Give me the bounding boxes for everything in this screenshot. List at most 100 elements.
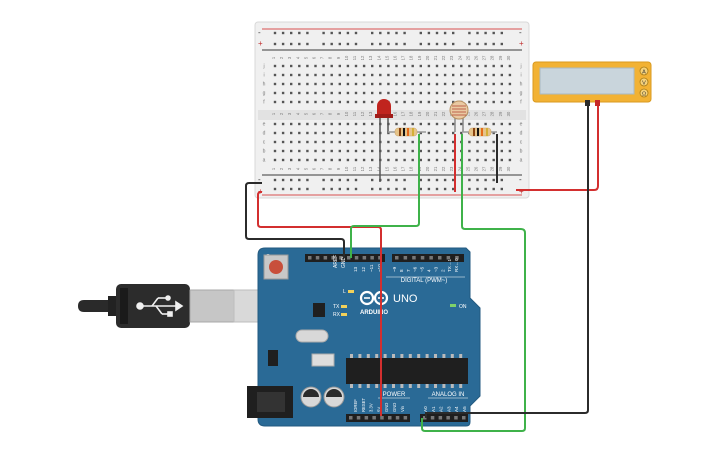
rail-hole[interactable] [346,31,350,35]
terminal-hole[interactable] [322,91,325,95]
terminal-hole[interactable] [484,73,487,77]
terminal-hole[interactable] [346,82,350,86]
rail-hole[interactable] [484,42,487,46]
terminal-hole[interactable] [508,140,512,144]
terminal-hole[interactable] [346,73,350,77]
terminal-hole[interactable] [281,82,285,86]
terminal-hole[interactable] [354,73,358,77]
terminal-hole[interactable] [322,64,325,68]
terminal-hole[interactable] [468,100,471,104]
rail-hole[interactable] [435,42,439,46]
terminal-hole[interactable] [427,149,431,153]
terminal-hole[interactable] [452,64,455,68]
rail-hole[interactable] [298,178,301,182]
resistor-1[interactable] [388,127,426,137]
breadboard[interactable]: + + - - 11122233344455566677788899910101… [254,21,530,199]
terminal-hole[interactable] [476,64,479,68]
rail-hole[interactable] [500,42,503,46]
digital-pin[interactable] [378,256,382,260]
terminal-hole[interactable] [492,91,495,95]
terminal-hole[interactable] [435,149,439,153]
digital-pin[interactable] [315,256,320,260]
terminal-hole[interactable] [387,140,390,144]
resistor-2[interactable] [463,127,497,137]
rail-hole[interactable] [395,178,398,182]
rail-hole[interactable] [322,187,325,191]
rail-hole[interactable] [427,31,431,35]
terminal-hole[interactable] [362,158,366,162]
terminal-hole[interactable] [395,149,398,153]
digital-header-right[interactable] [392,254,464,262]
digital-pin[interactable] [331,256,335,260]
rail-hole[interactable] [346,42,350,46]
terminal-hole[interactable] [508,158,512,162]
terminal-hole[interactable] [330,158,333,162]
terminal-hole[interactable] [314,131,317,135]
rail-hole[interactable] [273,42,277,46]
terminal-hole[interactable] [354,82,358,86]
wire-red-5v[interactable] [257,191,382,416]
terminal-hole[interactable] [314,64,317,68]
terminal-hole[interactable] [298,73,301,77]
terminal-hole[interactable] [460,91,463,95]
analog-pin[interactable] [446,416,450,420]
rail-hole[interactable] [298,187,301,191]
reset-button-cap[interactable] [269,260,283,274]
terminal-hole[interactable] [314,91,317,95]
terminal-hole[interactable] [411,91,414,95]
rail-hole[interactable] [346,187,350,191]
terminal-hole[interactable] [387,82,390,86]
terminal-hole[interactable] [492,140,495,144]
terminal-hole[interactable] [387,149,390,153]
terminal-strip-holes[interactable] [273,64,512,162]
terminal-hole[interactable] [411,100,414,104]
terminal-hole[interactable] [427,158,431,162]
terminal-hole[interactable] [411,140,414,144]
terminal-hole[interactable] [338,73,341,77]
terminal-hole[interactable] [419,122,422,126]
terminal-hole[interactable] [346,131,350,135]
mode-v-button[interactable] [639,77,649,87]
wire-red-probe[interactable] [516,106,599,191]
terminal-hole[interactable] [371,73,374,77]
terminal-hole[interactable] [298,158,301,162]
terminal-hole[interactable] [443,64,447,68]
terminal-hole[interactable] [338,82,341,86]
terminal-hole[interactable] [290,73,293,77]
rail-hole[interactable] [435,31,439,35]
rail-hole[interactable] [322,42,325,46]
terminal-hole[interactable] [492,149,495,153]
terminal-hole[interactable] [484,149,487,153]
bottom-pin-holes[interactable] [349,416,466,420]
terminal-hole[interactable] [427,140,431,144]
terminal-hole[interactable] [403,82,406,86]
terminal-hole[interactable] [362,64,366,68]
rail-hole[interactable] [338,42,341,46]
terminal-hole[interactable] [452,131,455,135]
rail-hole[interactable] [476,42,479,46]
terminal-hole[interactable] [452,73,455,77]
digital-pin[interactable] [323,256,328,260]
terminal-hole[interactable] [290,158,293,162]
rail-hole[interactable] [395,31,398,35]
terminal-hole[interactable] [354,140,358,144]
terminal-hole[interactable] [362,149,366,153]
top-rail-holes[interactable] [273,31,503,46]
rail-hole[interactable] [371,42,374,46]
rail-hole[interactable] [387,42,390,46]
terminal-hole[interactable] [452,122,455,126]
terminal-hole[interactable] [346,149,350,153]
digital-pin[interactable] [438,256,442,260]
digital-pin[interactable] [429,256,433,260]
rail-hole[interactable] [476,187,479,191]
terminal-hole[interactable] [411,73,414,77]
terminal-hole[interactable] [468,149,471,153]
terminal-hole[interactable] [403,140,406,144]
rail-hole[interactable] [443,31,447,35]
terminal-hole[interactable] [468,64,471,68]
usb-cable[interactable] [78,284,261,328]
terminal-hole[interactable] [298,140,301,144]
rail-hole[interactable] [338,187,341,191]
terminal-hole[interactable] [452,140,455,144]
